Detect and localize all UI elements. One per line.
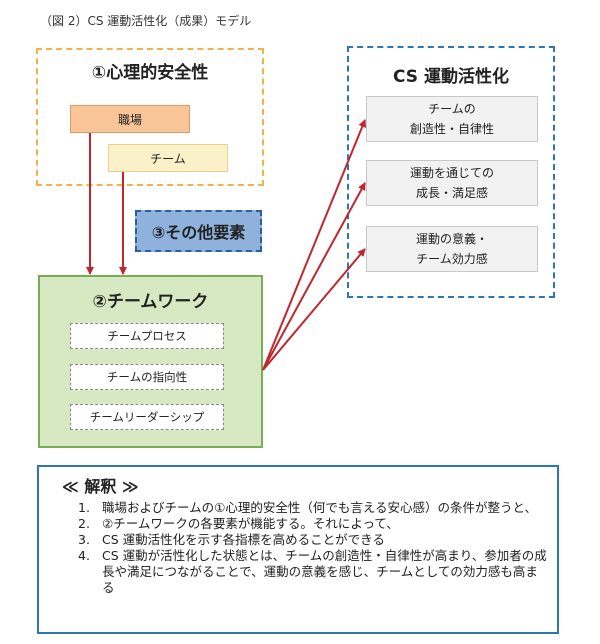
- cs-activation-box: [347, 46, 555, 298]
- interpretation-item: 3. CS 運動活性化を示す各指標を高めることができる: [78, 532, 548, 548]
- interpretation-item-text: ②チームワークの各要素が機能する。それによって、: [102, 516, 399, 531]
- teamwork-item-process: チームプロセス: [70, 323, 224, 349]
- interpretation-box: [37, 465, 559, 634]
- interpretation-item: 2. ②チームワークの各要素が機能する。それによって、: [78, 516, 548, 532]
- workplace-box: 職場: [70, 105, 190, 133]
- cs-activation-title: CS 運動活性化: [393, 67, 509, 87]
- other-factors-title: ③その他要素: [151, 223, 246, 242]
- other-factors-box: ③その他要素: [135, 210, 262, 252]
- teamwork-title: ②チームワーク: [92, 292, 209, 312]
- interpretation-item-number: 3.: [78, 532, 90, 547]
- interpretation-item-number: 1.: [78, 500, 90, 515]
- teamwork-item-leadership: チームリーダーシップ: [70, 404, 224, 430]
- interpretation-title: ≪ 解釈 ≫: [62, 477, 139, 496]
- cs-item-line2: 成長・満足感: [415, 186, 488, 200]
- interpretation-item-text: CS 運動活性化を示す各指標を高めることができる: [102, 532, 385, 547]
- cs-item-line1: 運動の意義・: [415, 232, 488, 246]
- interpretation-item: 4. CS 運動が活性化した状態とは、チームの創造性・自律性が高まり、参加者の成…: [78, 548, 548, 596]
- psychological-safety-box: [36, 48, 264, 186]
- interpretation-item-number: 4.: [78, 548, 90, 563]
- psychological-safety-title: ①心理的安全性: [91, 63, 209, 83]
- teamwork-item-label: チームプロセス: [107, 329, 187, 343]
- cs-item-growth: 運動を通じての 成長・満足感: [366, 160, 538, 206]
- arrow-teamwork-to-creativity: [262, 119, 367, 371]
- teamwork-item-label: チームの指向性: [106, 370, 188, 384]
- cs-item-line2: 創造性・自律性: [409, 122, 494, 136]
- teamwork-item-orientation: チームの指向性: [70, 364, 224, 390]
- interpretation-item-text: 職場およびチームの①心理的安全性（何でも言える安心感）の条件が整うと、: [102, 500, 537, 515]
- cs-item-meaning: 運動の意義・ チーム効力感: [366, 226, 538, 272]
- figure-title: （図 2）CS 運動活性化（成果）モデル: [40, 14, 252, 28]
- team-box: チーム: [108, 144, 228, 172]
- interpretation-list: 1. 職場およびチームの①心理的安全性（何でも言える安心感）の条件が整うと、 2…: [78, 500, 548, 596]
- workplace-label: 職場: [117, 112, 142, 127]
- teamwork-item-label: チームリーダーシップ: [89, 410, 205, 424]
- team-label: チーム: [150, 151, 186, 166]
- cs-item-creativity: チームの 創造性・自律性: [366, 96, 538, 142]
- cs-item-line1: チームの: [428, 102, 476, 116]
- interpretation-item: 1. 職場およびチームの①心理的安全性（何でも言える安心感）の条件が整うと、: [78, 500, 548, 516]
- cs-item-line1: 運動を通じての: [409, 166, 494, 180]
- arrow-teamwork-to-meaning: [262, 248, 366, 371]
- cs-item-line2: チーム効力感: [416, 252, 488, 266]
- interpretation-item-text: CS 運動が活性化した状態とは、チームの創造性・自律性が高まり、参加者の成長や満…: [102, 548, 547, 595]
- interpretation-item-number: 2.: [78, 516, 90, 531]
- arrow-teamwork-to-growth: [262, 182, 366, 371]
